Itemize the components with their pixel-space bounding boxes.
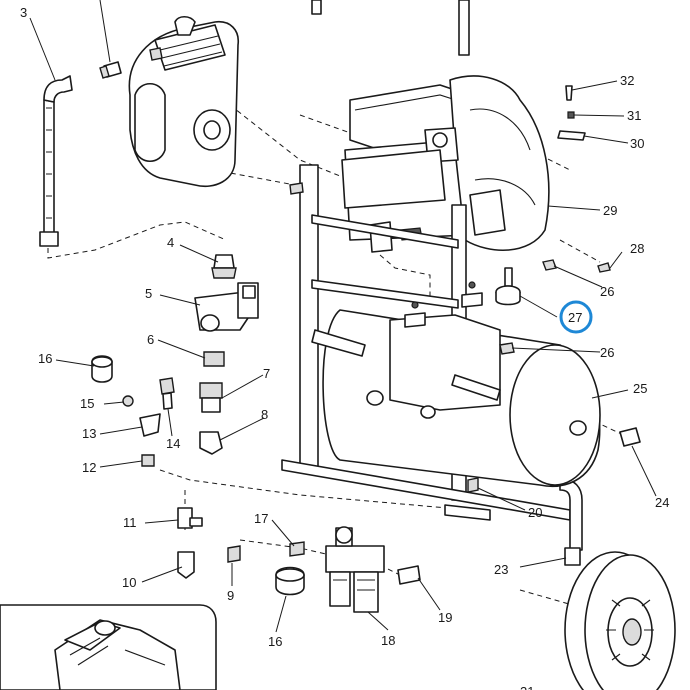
- callout-23: 23: [494, 562, 508, 577]
- callout-4: 4: [167, 235, 174, 250]
- callout-3: 3: [20, 5, 27, 20]
- air-tank: [311, 309, 601, 487]
- callout-14: 14: [166, 436, 180, 451]
- callout-6: 6: [147, 332, 154, 347]
- frame: [281, 164, 583, 551]
- callout-12: 12: [82, 460, 96, 475]
- nuts-and-bolts: [289, 85, 611, 355]
- callout-9: 9: [227, 588, 234, 603]
- callout-31: 31: [627, 108, 641, 123]
- wheel: [564, 551, 676, 690]
- detail-inset: [0, 604, 217, 690]
- filter-regulator: [325, 526, 385, 613]
- callout-24: 24: [655, 495, 669, 510]
- lower-fittings: [177, 427, 641, 585]
- rubber-foot-part-27: [495, 267, 521, 306]
- engine-mounts: [404, 281, 483, 328]
- callout-29: 29: [603, 203, 617, 218]
- cap-part-16: [275, 566, 305, 596]
- highlight-ring: [559, 300, 593, 334]
- hose-assembly: [39, 75, 73, 247]
- callout-32: 32: [620, 73, 634, 88]
- callout-labels: 3 4 5 6 7 8 9 10 11 12 13 14 15 16 16 17…: [20, 5, 669, 690]
- callout-15: 15: [80, 396, 94, 411]
- check-valve-assembly: [194, 254, 259, 455]
- callout-10: 10: [122, 575, 136, 590]
- callout-30: 30: [630, 136, 644, 151]
- callout-11: 11: [123, 515, 137, 530]
- frame-post-tops: [311, 0, 470, 56]
- engine: [341, 75, 550, 253]
- hose-fitting: [99, 61, 122, 79]
- callout-16a: 16: [38, 351, 52, 366]
- callout-17: 17: [254, 511, 268, 526]
- callout-20: 20: [528, 505, 542, 520]
- callout-13: 13: [82, 426, 96, 441]
- pump-head: [128, 15, 240, 187]
- callout-8: 8: [261, 407, 268, 422]
- callout-7: 7: [263, 366, 270, 381]
- callout-26b: 26: [600, 345, 614, 360]
- callout-5: 5: [145, 286, 152, 301]
- callout-28: 28: [630, 241, 644, 256]
- callout-27: 27: [568, 310, 582, 325]
- callout-21: 21: [520, 684, 534, 690]
- leader-lines: [29, 0, 657, 633]
- callout-25: 25: [633, 381, 647, 396]
- callout-18: 18: [381, 633, 395, 648]
- callout-26a: 26: [600, 284, 614, 299]
- small-parts-left: [91, 355, 175, 467]
- callout-19: 19: [438, 610, 452, 625]
- callout-16b: 16: [268, 634, 282, 649]
